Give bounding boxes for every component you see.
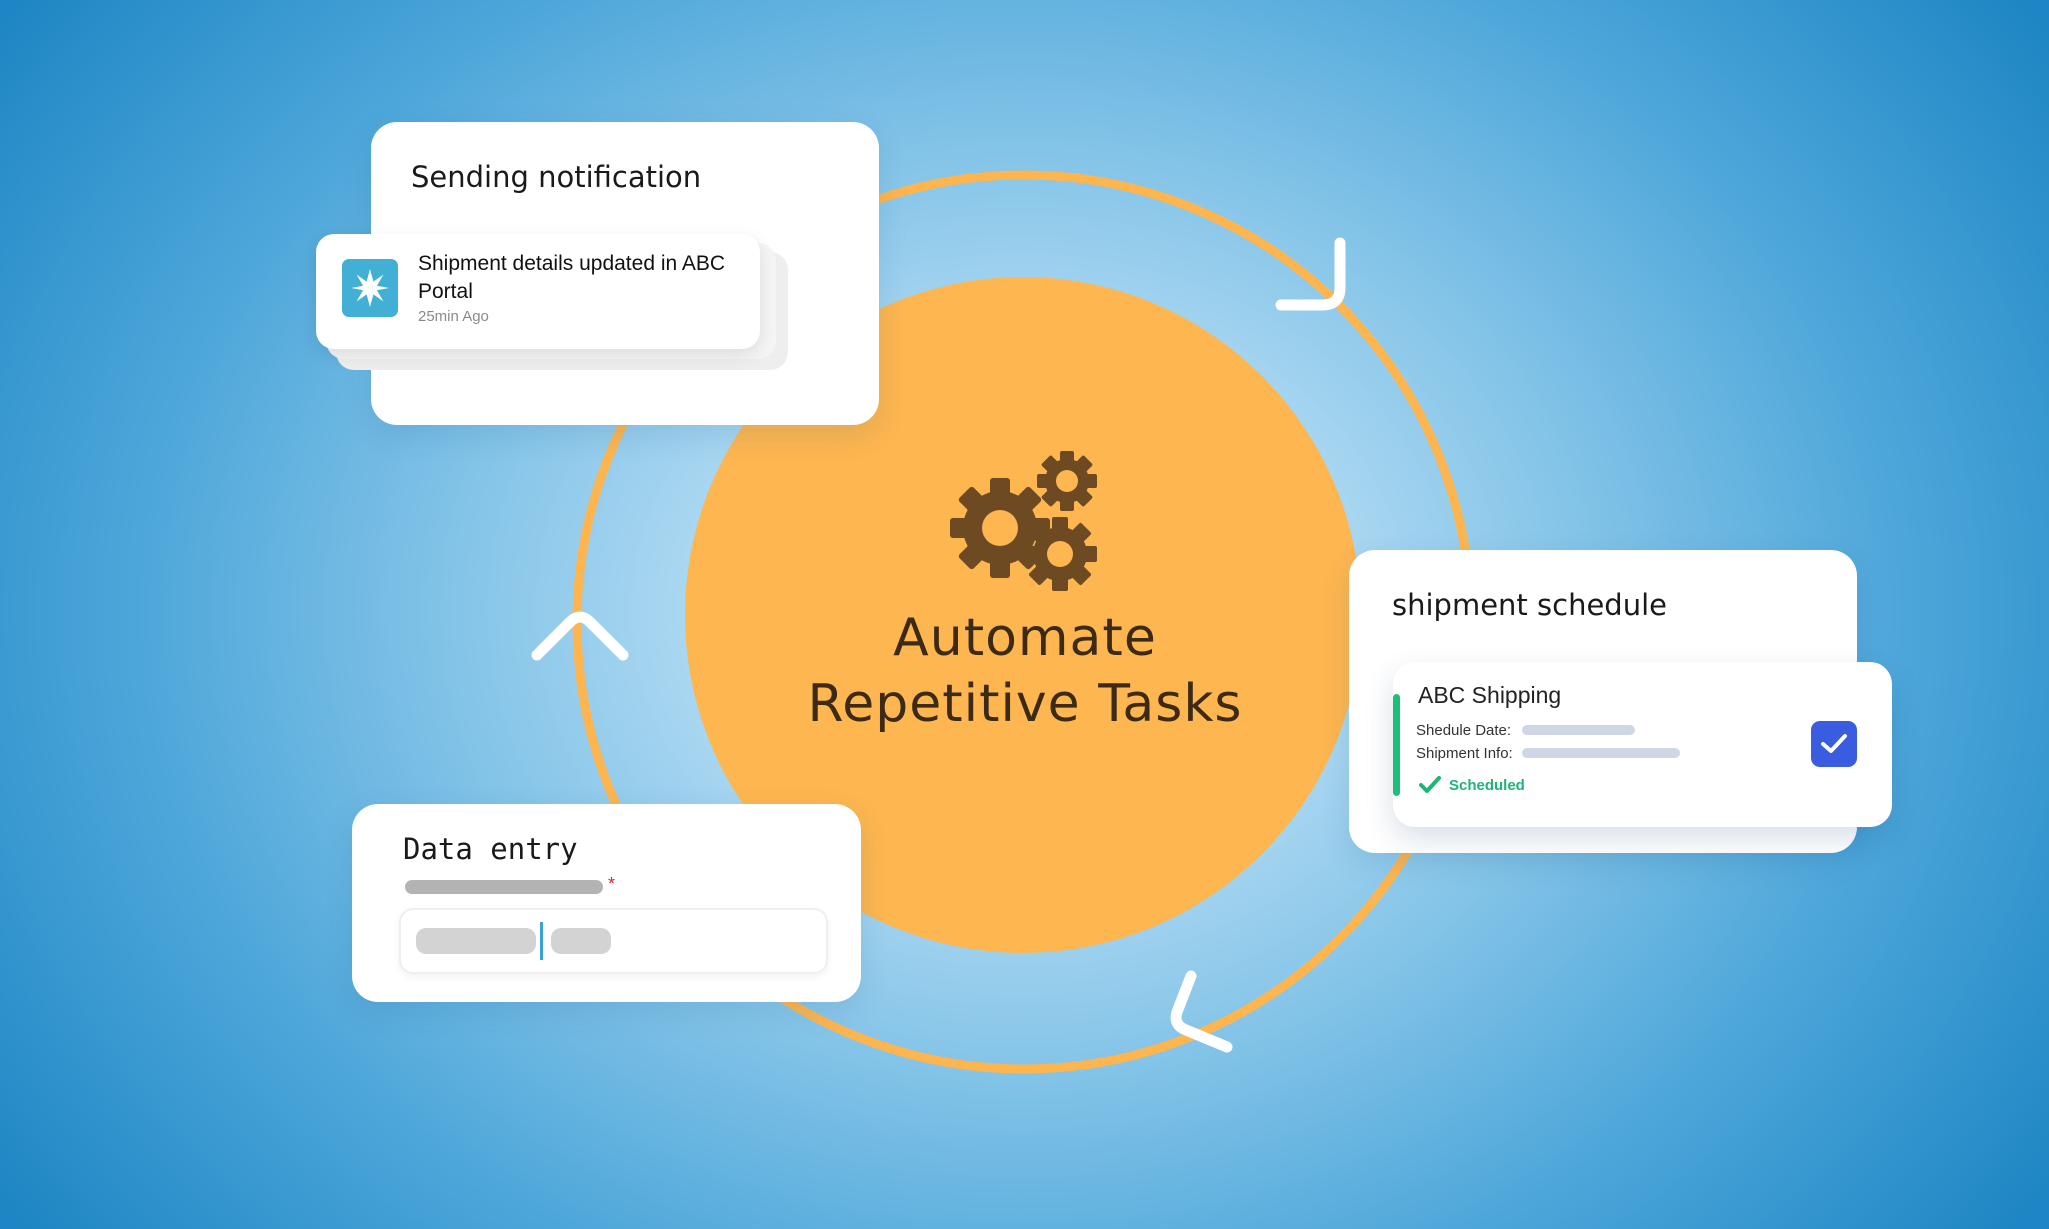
cycle-arrow-bottom-icon [1170, 970, 1233, 1053]
data-entry-input[interactable] [399, 908, 828, 974]
notification-message: Shipment details updated in ABC Portal [418, 252, 726, 303]
schedule-company: ABC Shipping [1418, 682, 1562, 708]
shipment-info-label: Shipment Info: [1416, 745, 1513, 762]
text-cursor [540, 922, 543, 960]
shipment-info-value [1522, 748, 1680, 758]
notification-time: 25min Ago [418, 308, 489, 325]
notification-card-title: Sending notification [411, 160, 702, 194]
schedule-card-title: shipment schedule [1392, 588, 1667, 622]
cycle-arrow-left-icon [531, 611, 629, 661]
schedule-date-label: Shedule Date: [1416, 722, 1512, 739]
checkbox-checked-icon[interactable] [1811, 721, 1857, 767]
schedule-item[interactable]: ABC Shipping Shedule Date: Shipment Info… [1393, 662, 1892, 827]
field-label-placeholder [405, 880, 603, 894]
center-title: Automate Repetitive Tasks [760, 605, 1290, 737]
gears-icon [950, 451, 1097, 591]
notification-item[interactable]: Shipment details updated in ABC Portal 2… [316, 234, 760, 349]
status-label: Scheduled [1449, 776, 1525, 794]
check-icon [1419, 776, 1441, 793]
input-text-placeholder [551, 928, 611, 954]
star-logo-icon [342, 259, 398, 317]
center-disc [685, 277, 1361, 953]
status-row: Scheduled [1419, 776, 1525, 794]
required-marker: * [608, 874, 616, 894]
schedule-date-value [1522, 725, 1635, 735]
center-title-line2: Repetitive Tasks [807, 674, 1243, 734]
cycle-arrow-top-right-icon [1275, 237, 1346, 311]
input-text-placeholder [416, 928, 536, 954]
center-title-line1: Automate [893, 608, 1157, 668]
status-indicator-bar [1393, 694, 1400, 796]
data-entry-title: Data entry [403, 832, 578, 866]
data-entry-card: Data entry * [352, 804, 861, 1002]
